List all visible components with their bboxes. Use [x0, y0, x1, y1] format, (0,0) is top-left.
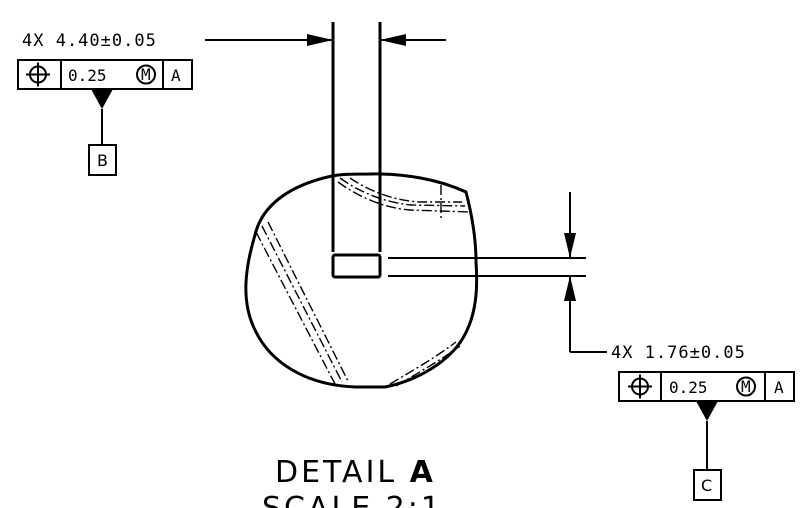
mmc-modifier-icon: M [736, 376, 756, 397]
detail-title: DETAIL A SCALE 2:1 [262, 455, 443, 508]
dimension-text-top: 4X 4.40±0.05 [22, 31, 157, 51]
datum-box-b [88, 144, 117, 176]
datum-label-c: C [701, 476, 712, 495]
svg-text:M: M [741, 377, 751, 396]
feature-control-frame-bottom: 0.25 M A [618, 371, 795, 402]
tolerance-value-bottom: 0.25 [669, 378, 708, 397]
callout-top: 4X 4.40±0.05 0.25 M A B [17, 31, 193, 176]
detail-title-text: DETAIL A [275, 455, 436, 490]
tolerance-value-top: 0.25 [68, 66, 107, 85]
detail-boundary [244, 172, 479, 389]
svg-text:M: M [141, 65, 151, 84]
datum-triangle-top [91, 89, 113, 109]
datum-triangle-bottom [696, 401, 718, 421]
position-icon [26, 62, 50, 87]
width-dimension [205, 34, 446, 46]
datum-ref-top: A [171, 66, 181, 85]
mmc-modifier-icon: M [136, 64, 156, 85]
pin-feature [331, 22, 382, 279]
position-icon [628, 374, 652, 399]
phantom-lines [255, 177, 471, 387]
callout-bottom: 4X 1.76±0.05 0.25 M A C [611, 343, 795, 501]
height-dimension [388, 192, 607, 353]
dimension-text-bottom: 4X 1.76±0.05 [611, 343, 746, 363]
detail-scale-text: SCALE 2:1 [262, 491, 443, 508]
datum-label-b: B [97, 151, 108, 170]
datum-box-c [693, 469, 722, 501]
datum-ref-bottom: A [774, 378, 784, 397]
feature-control-frame-top: 0.25 M A [17, 59, 193, 90]
